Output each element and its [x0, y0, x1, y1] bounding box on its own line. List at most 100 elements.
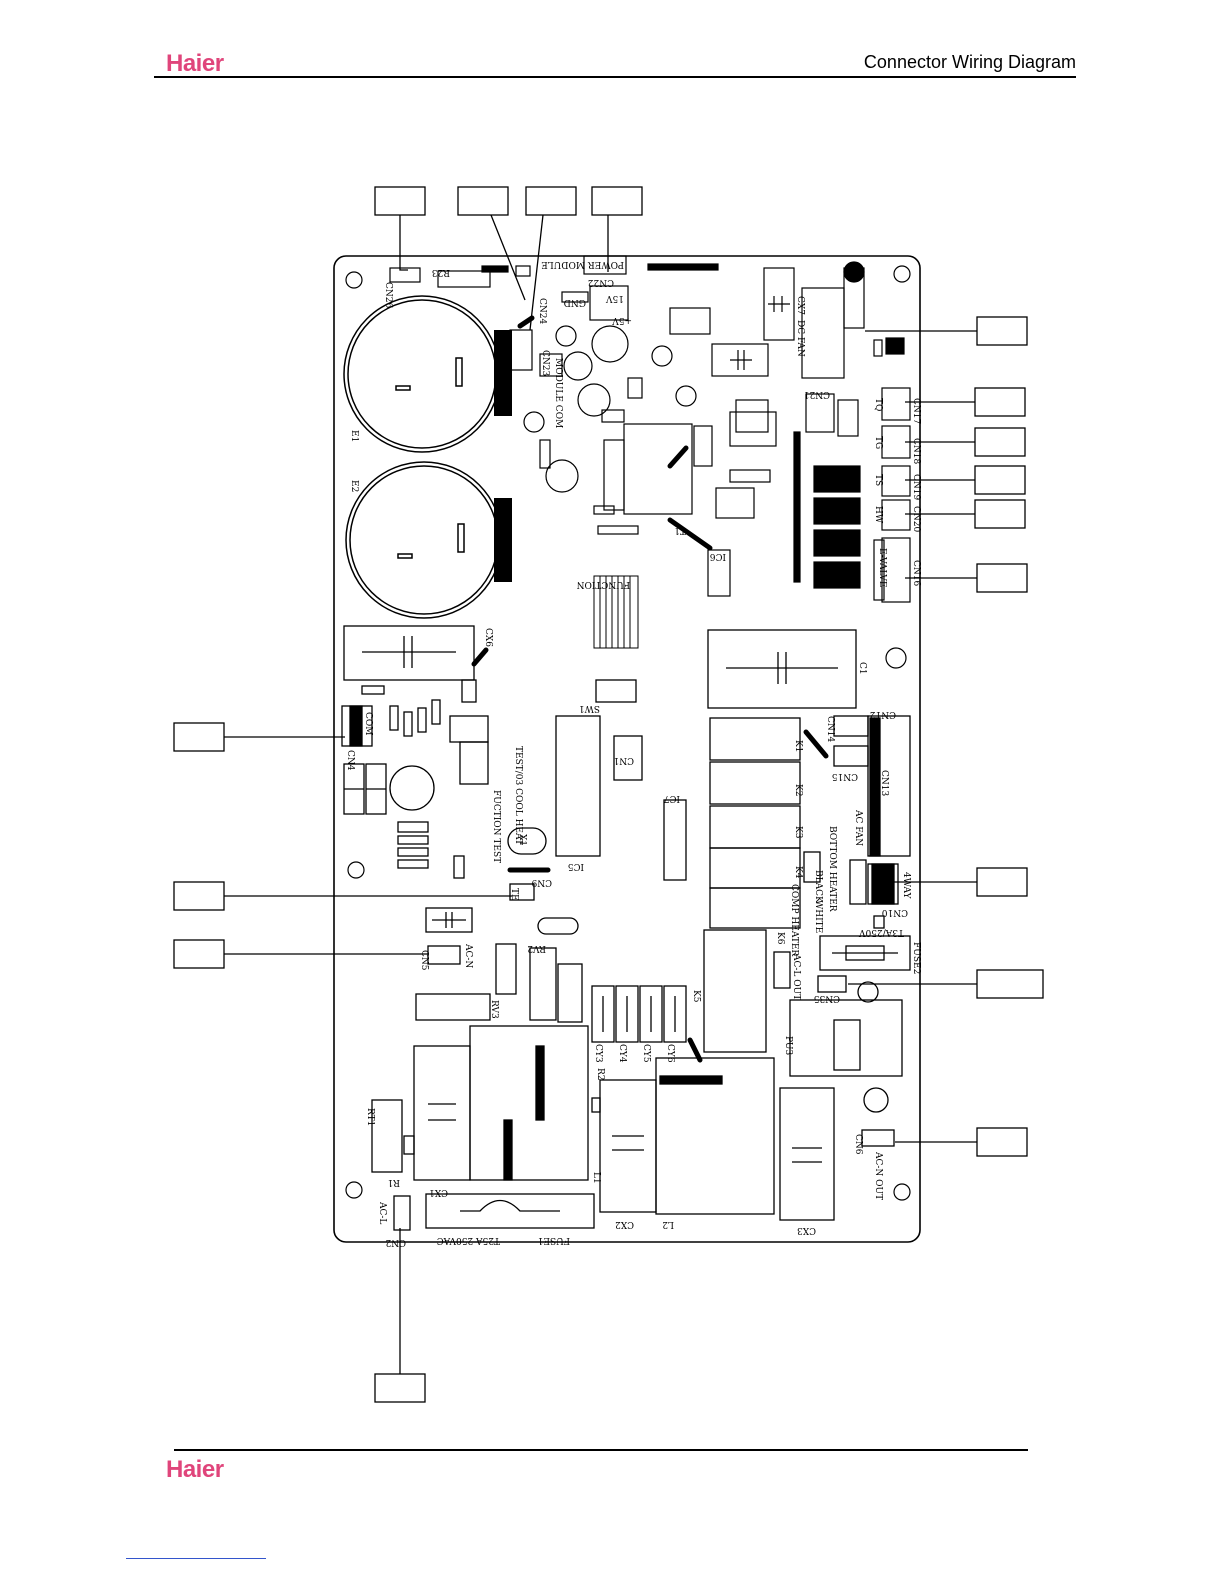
label-cy5: CY5: [641, 1044, 651, 1063]
label-ic7: IC7: [664, 793, 680, 803]
label-k3: K3: [793, 826, 803, 839]
label-ic6: IC6: [710, 551, 726, 561]
label-cn20: CN20: [911, 506, 921, 532]
label-c1: C1: [857, 662, 867, 675]
label-cy3: CY3: [593, 1044, 603, 1063]
label-cn18: CN18: [911, 438, 921, 464]
label-cx3: CX3: [797, 1225, 816, 1235]
label-ac-l: AC-L: [377, 1201, 387, 1224]
label-r23: R23: [431, 267, 450, 277]
right-pipe-connectors: [793, 387, 911, 603]
label-tg: TG: [873, 436, 883, 449]
label-cn17: CN17: [911, 398, 921, 424]
label-cn26: CN26: [383, 282, 393, 308]
label-cn21: CN21: [804, 389, 830, 399]
left-terminal-blocks: [343, 699, 465, 879]
callout-boxes: [173, 186, 1044, 1403]
label-cn1: CN1: [614, 755, 635, 765]
electrolytic-capacitors: [343, 295, 503, 619]
label-e2: E2: [349, 480, 359, 492]
label-ac-n-out: AC-N OUT: [873, 1151, 883, 1200]
label-k5: K5: [691, 990, 701, 1003]
label-l2: L2: [662, 1219, 674, 1229]
label-cn6: CN6: [853, 1134, 863, 1155]
label-cn5: CN5: [419, 950, 429, 971]
ac-n-block: [415, 883, 583, 1023]
label-fuction-test: FUCTION TEST: [491, 790, 501, 863]
label-x1: X1: [517, 834, 527, 846]
label-e-valve: E-VALVE: [877, 548, 887, 588]
label-cn14: CN14: [825, 716, 835, 742]
label-test-cool-heat: TEST/03 COOL HEAT: [513, 746, 523, 845]
label-dc-fan: DC FAN: [795, 320, 805, 357]
label-cn22: CN22: [588, 277, 614, 287]
label-cx7: CX7: [795, 296, 805, 315]
label-5v: +5V: [612, 315, 632, 325]
label-cx6: CX6: [483, 628, 493, 647]
fuse2-block: [773, 935, 911, 1113]
label-com: COM: [363, 712, 373, 735]
label-cn15: CN15: [832, 771, 858, 781]
small-components-top: [523, 307, 859, 597]
label-k1: K1: [793, 740, 803, 752]
header-rule: [154, 76, 1076, 78]
footer-brand-logo: Haier: [166, 1456, 224, 1483]
label-function: FUNCTION: [576, 579, 630, 589]
label-comp-heater: COMP HEATER: [789, 884, 799, 956]
capacitor-cx6: [343, 625, 475, 681]
label-fuse1-rating: T25A 250VAC: [437, 1235, 500, 1245]
label-bottom-heater: BOTTOM HEATER: [827, 826, 837, 912]
label-fuse2: FUSE2: [911, 942, 921, 974]
label-ac-fan: AC FAN: [853, 809, 863, 846]
footer-link-underline: [126, 1558, 266, 1559]
function-table: [593, 575, 639, 649]
label-4way: 4WAY: [901, 872, 911, 900]
label-k6: K6: [775, 932, 785, 945]
label-fuse1: FUSE1: [538, 1235, 570, 1245]
label-cn9: CN9: [531, 877, 552, 887]
label-power-module: POWER MODULE: [541, 259, 624, 269]
label-ts: TS: [873, 474, 883, 486]
label-rv3: RV3: [489, 1000, 499, 1019]
thick-traces: [471, 315, 829, 1063]
label-tq: TQ: [873, 398, 883, 411]
board-text: CN26 R23 CN24 CN22 POWER MODULE 15V GND …: [345, 259, 921, 1247]
relays: [709, 715, 911, 929]
top-connectors: [389, 255, 905, 379]
label-cn13: CN13: [879, 770, 889, 796]
y-capacitors: [591, 985, 687, 1043]
label-rt1: RT1: [365, 1108, 375, 1126]
leader-lines: [224, 214, 977, 1374]
label-module-com: MODULE COM: [553, 358, 563, 428]
label-t1: T1: [674, 525, 686, 535]
label-k2: K2: [793, 784, 803, 796]
header-brand-logo: Haier: [166, 50, 224, 77]
label-rv2: RV2: [527, 943, 546, 953]
label-te: TE: [509, 888, 519, 901]
label-black: BLACK: [813, 870, 823, 903]
label-fuse2-rating: T3A/250V: [859, 927, 904, 937]
footer-rule: [174, 1449, 1028, 1451]
label-sw1: SW1: [579, 703, 600, 713]
label-cn24: CN24: [537, 298, 547, 324]
label-cn19: CN19: [911, 474, 921, 500]
label-l1: L1: [591, 1172, 601, 1184]
page-title: Connector Wiring Diagram: [863, 52, 1076, 72]
label-ic5: IC5: [568, 861, 584, 871]
label-cn4: CN4: [345, 750, 355, 771]
label-e1: E1: [349, 430, 359, 442]
label-cx2: CX2: [615, 1219, 634, 1229]
ic-packages: [341, 679, 687, 881]
label-cn35: CN35: [814, 993, 840, 1003]
label-cn23: CN23: [540, 350, 550, 376]
mounting-holes: [345, 265, 911, 1201]
power-filter: [371, 929, 895, 1231]
label-cy6: CY6: [665, 1044, 675, 1063]
label-cx1: CX1: [429, 1187, 448, 1197]
label-ac-l-out: AC-L OUT: [791, 953, 801, 1000]
label-r1: R1: [387, 1177, 400, 1187]
label-cn2: CN2: [386, 1237, 407, 1247]
label-15v: 15V: [606, 293, 624, 303]
capacitor-c1: [707, 629, 857, 709]
